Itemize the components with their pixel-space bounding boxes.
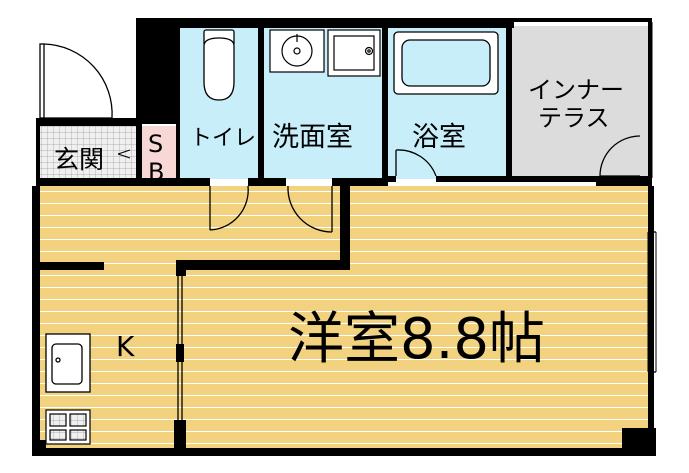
shoe-box-label-b: B xyxy=(148,158,164,186)
entrance-step-line xyxy=(117,149,131,159)
inner-terrace-floor xyxy=(512,26,648,179)
inner-terrace-label-2: テラス xyxy=(538,104,610,132)
bathtub-fixture xyxy=(393,31,499,95)
doors xyxy=(39,22,657,420)
inner-terrace-label-1: インナー xyxy=(528,76,624,104)
kitchen-label: K xyxy=(116,330,135,363)
shoe-box-label-s: S xyxy=(148,130,163,158)
hallway-floor xyxy=(40,186,348,268)
walls xyxy=(32,18,656,456)
washbasin-fixture xyxy=(269,29,325,73)
washing-machine-pan xyxy=(327,29,381,77)
entrance-label: 玄関 xyxy=(54,145,104,174)
stove-fixture xyxy=(45,409,91,445)
bathroom-label: 浴室 xyxy=(412,122,466,153)
kitchen-sink-fixture xyxy=(45,333,91,393)
toilet-fixture xyxy=(203,29,235,101)
shoe-box-area xyxy=(142,126,178,178)
washroom-label: 洗面室 xyxy=(272,122,353,153)
toilet-label: トイレ xyxy=(190,126,256,151)
western-room-label: 洋室8.8帖 xyxy=(288,307,545,372)
